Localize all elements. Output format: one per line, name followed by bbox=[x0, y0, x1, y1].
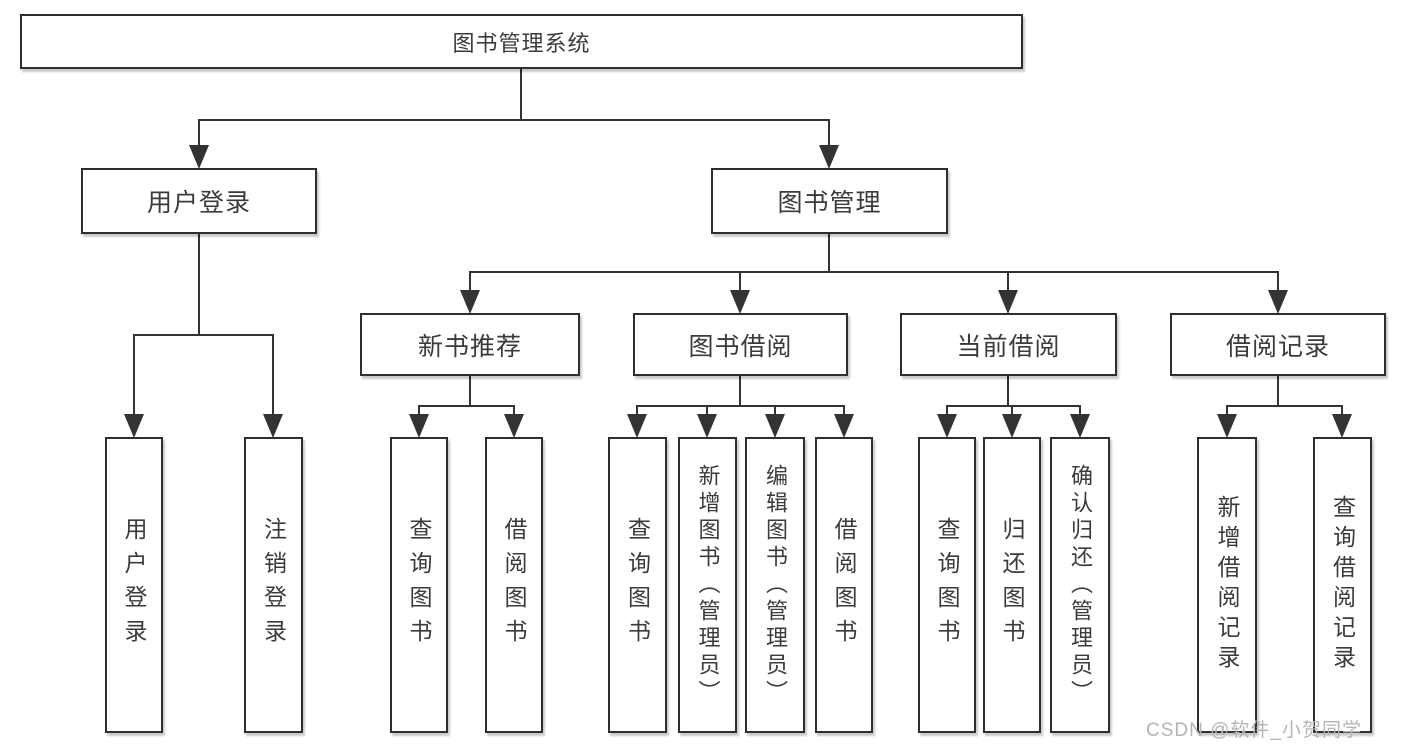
leaf-add-books-admin-label: 新增图书（管理员） bbox=[695, 463, 721, 707]
leaf-user-login: 用户登录 bbox=[105, 437, 163, 733]
leaf-query-books-recommend-label: 查询图书 bbox=[406, 517, 432, 653]
leaf-query-books-current: 查询图书 bbox=[918, 437, 976, 733]
leaf-borrow-books-label: 借阅图书 bbox=[831, 517, 857, 653]
leaf-query-books-borrow-label: 查询图书 bbox=[624, 517, 651, 653]
node-library-management-system: 图书管理系统 bbox=[20, 14, 1023, 69]
leaf-add-books-admin: 新增图书（管理员） bbox=[678, 437, 737, 733]
leaf-user-login-label: 用户登录 bbox=[121, 517, 147, 653]
leaf-borrow-books: 借阅图书 bbox=[815, 437, 873, 733]
node-current-borrowing: 当前借阅 bbox=[900, 313, 1117, 376]
leaf-logout-label: 注销登录 bbox=[260, 517, 287, 653]
leaf-edit-books-admin-label: 编辑图书（管理员） bbox=[763, 463, 788, 707]
leaf-query-books-recommend: 查询图书 bbox=[390, 437, 448, 733]
leaf-return-books-label: 归还图书 bbox=[999, 517, 1025, 653]
leaf-add-borrow-record-label: 新增借阅记录 bbox=[1214, 495, 1240, 675]
leaf-confirm-return-admin: 确认归还（管理员） bbox=[1050, 437, 1110, 733]
node-book-management: 图书管理 bbox=[711, 168, 948, 234]
node-borrowing-records-label: 借阅记录 bbox=[1225, 332, 1330, 361]
node-new-book-recommendation-label: 新书推荐 bbox=[417, 332, 522, 361]
leaf-return-books: 归还图书 bbox=[983, 437, 1041, 733]
leaf-query-books-current-label: 查询图书 bbox=[934, 517, 960, 653]
leaf-add-borrow-record: 新增借阅记录 bbox=[1197, 437, 1257, 733]
node-user-login-label: 用户登录 bbox=[146, 189, 251, 217]
node-book-borrowing: 图书借阅 bbox=[633, 313, 848, 376]
node-user-login: 用户登录 bbox=[81, 168, 317, 234]
csdn-watermark: CSDN @软件_小贺同学 bbox=[1146, 720, 1362, 741]
leaf-logout: 注销登录 bbox=[244, 437, 303, 733]
leaf-query-books-borrow: 查询图书 bbox=[608, 437, 667, 733]
node-new-book-recommendation: 新书推荐 bbox=[360, 313, 580, 376]
node-borrowing-records: 借阅记录 bbox=[1170, 313, 1386, 376]
node-book-management-label: 图书管理 bbox=[777, 189, 882, 217]
leaf-query-borrow-record-label: 查询借阅记录 bbox=[1329, 495, 1356, 675]
leaf-borrow-books-recommend-label: 借阅图书 bbox=[501, 517, 527, 653]
node-book-borrowing-label: 图书借阅 bbox=[688, 332, 793, 361]
node-library-management-system-label: 图书管理系统 bbox=[452, 30, 591, 56]
leaf-edit-books-admin: 编辑图书（管理员） bbox=[745, 437, 805, 733]
leaf-borrow-books-recommend: 借阅图书 bbox=[485, 437, 543, 733]
leaf-confirm-return-admin-label: 确认归还（管理员） bbox=[1068, 463, 1093, 707]
leaf-query-borrow-record: 查询借阅记录 bbox=[1313, 437, 1372, 733]
node-current-borrowing-label: 当前借阅 bbox=[956, 332, 1061, 361]
